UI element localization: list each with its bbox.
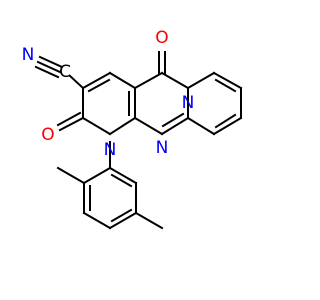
atom-c-nitrile-label: C [59, 62, 71, 82]
bond-b5 [133, 116, 164, 136]
diagram-canvas: N C O O N N N [21, 28, 243, 230]
atom-o-left-label: O [41, 125, 54, 145]
bond-b4 [160, 116, 190, 136]
bond-nitrile-triple-3 [38, 55, 64, 69]
bond-c2 [212, 71, 243, 90]
bond-d4 [108, 211, 138, 230]
bond-d3 [82, 211, 112, 230]
bond-a5 [81, 116, 112, 136]
atom-n-ring-mid-label: N [156, 138, 169, 158]
atom-n-ring-top-label: N [182, 93, 195, 113]
bond-nitrile-triple-1 [36, 60, 62, 74]
bond-d1 [82, 166, 112, 185]
bond-co-left-2 [56, 111, 82, 127]
bond-a-double-1 [87, 78, 111, 93]
bond-group [34, 51, 243, 230]
bond-c-cn [68, 74, 85, 90]
bond-b1 [133, 71, 164, 90]
molecule-structure: N C O O N N N [22, 28, 243, 230]
bond-d6 [108, 166, 138, 185]
bond-c1 [186, 71, 216, 90]
bond-methyl-top [56, 166, 86, 185]
bond-nitrile-triple-2 [34, 65, 60, 79]
bond-methyl-bottom [134, 211, 164, 230]
atom-n-nitrile-label: N [22, 45, 35, 65]
bond-b-double-1 [161, 112, 185, 128]
bond-c-double-2 [214, 113, 237, 129]
bond-c-double-1 [214, 78, 237, 93]
bond-d-double-2 [110, 208, 133, 223]
atom-labels: N C O O N N N [22, 28, 195, 160]
bond-b2 [160, 71, 190, 90]
bond-c5 [186, 116, 216, 136]
bond-d-double-3 [110, 173, 133, 188]
bond-co-left-1 [58, 116, 85, 132]
bond-c4 [212, 116, 243, 136]
atom-o-top-label: O [155, 28, 168, 48]
bond-a1 [81, 71, 112, 90]
bond-a4 [108, 116, 137, 136]
bond-a2 [108, 71, 137, 90]
atom-n-ring-bottom-label: N [104, 140, 117, 160]
